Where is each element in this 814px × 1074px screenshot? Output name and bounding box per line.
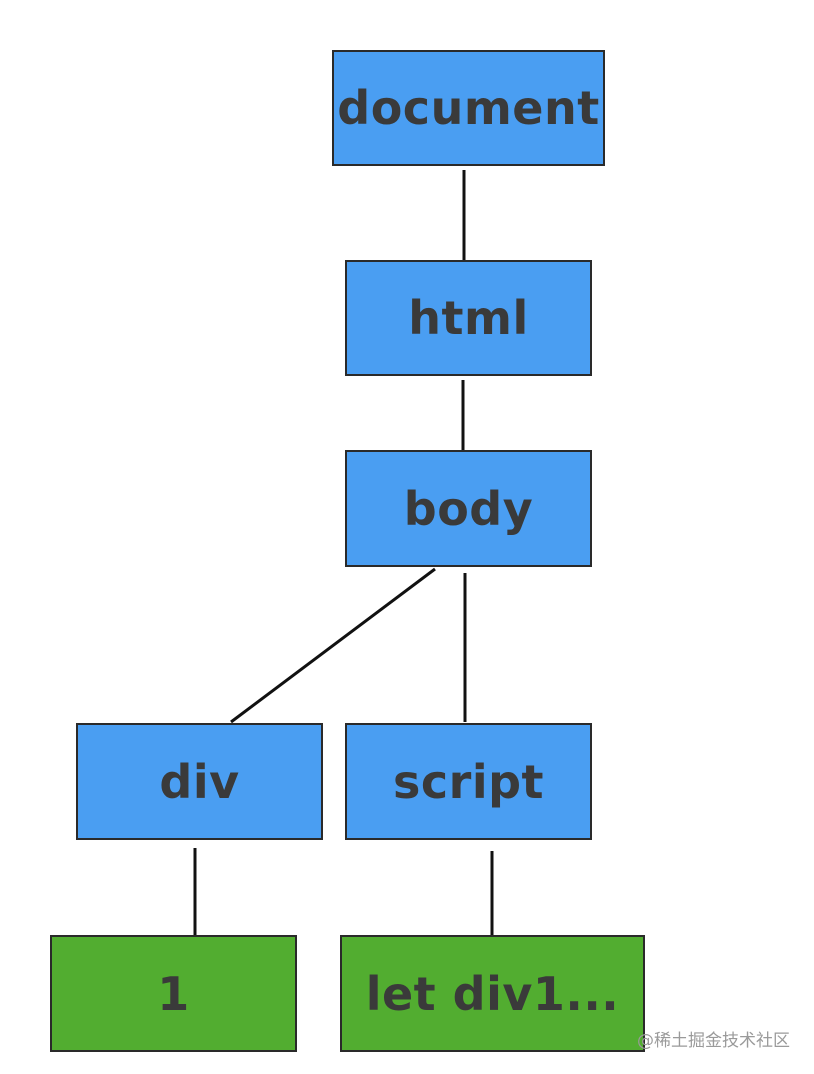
node-label: html [408, 291, 529, 345]
node-label: document [337, 81, 600, 135]
node-document: document [332, 50, 605, 166]
node-label: body [403, 481, 534, 536]
node-text-let-div1: let div1... [340, 935, 645, 1052]
node-script: script [345, 723, 592, 840]
node-body: body [345, 450, 592, 567]
node-label: let div1... [365, 966, 620, 1021]
node-label: div [159, 754, 240, 809]
watermark: @稀土掘金技术社区 [637, 1031, 790, 1051]
node-label: 1 [157, 966, 190, 1021]
node-label: script [392, 754, 545, 809]
node-html: html [345, 260, 592, 376]
node-div: div [76, 723, 323, 840]
edge-body-div [230, 567, 436, 724]
node-text-1: 1 [50, 935, 297, 1052]
